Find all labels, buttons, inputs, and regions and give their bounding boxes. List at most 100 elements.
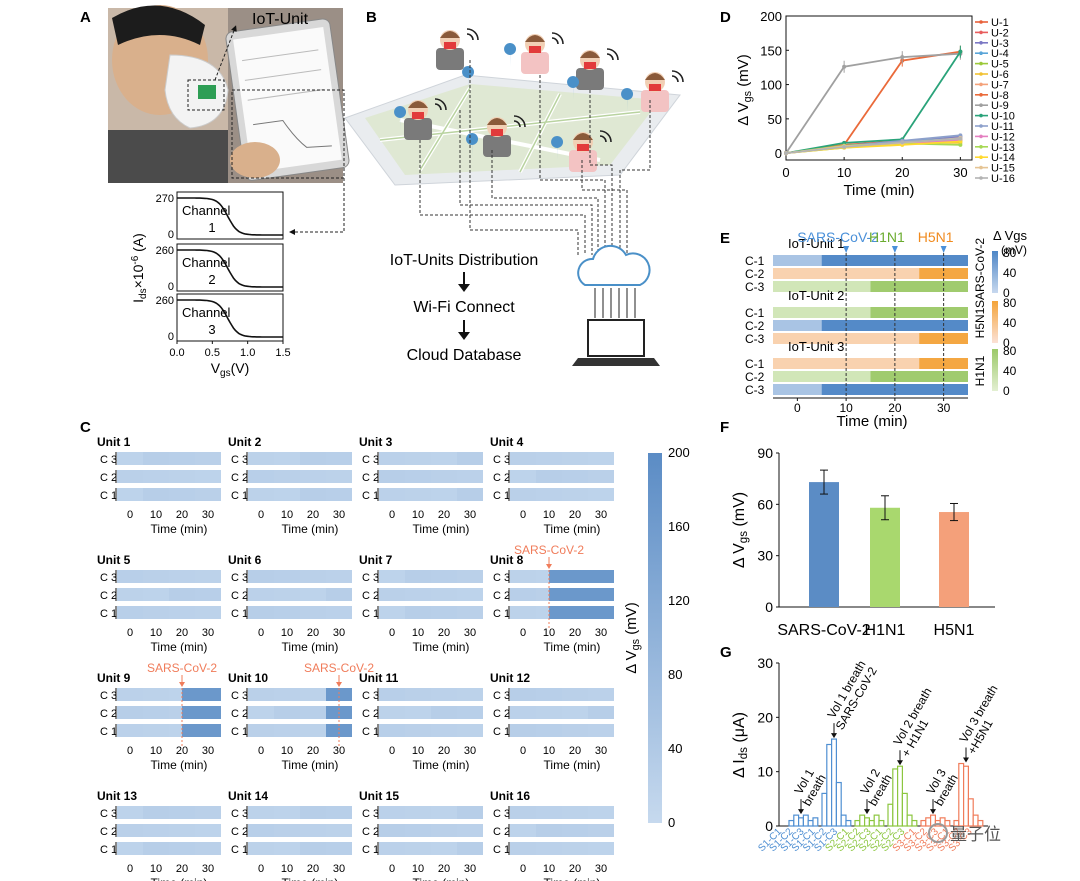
heatmap-cell bbox=[588, 842, 614, 855]
heatmap-cell bbox=[405, 488, 431, 501]
annotation-arrowhead bbox=[930, 809, 936, 815]
heatmap-cell bbox=[536, 842, 562, 855]
x-axis-label: Time (min) bbox=[151, 876, 208, 881]
heatmap-cell bbox=[248, 724, 274, 737]
heatmap-cell bbox=[431, 724, 457, 737]
row-label: C 2 bbox=[362, 472, 379, 484]
group-title: IoT-Unit 3 bbox=[788, 339, 844, 354]
heatmap-cell bbox=[510, 588, 536, 601]
unit-title: Unit 13 bbox=[97, 789, 137, 803]
y-axis-label: Δ Ids (μA) bbox=[731, 712, 750, 778]
x-tick-label: SARS-CoV-2 bbox=[777, 622, 870, 639]
row-label: C 3 bbox=[231, 808, 248, 820]
heatmap-cell bbox=[405, 806, 431, 819]
row-label: C 2 bbox=[100, 826, 117, 838]
heatmap-cell bbox=[562, 824, 588, 837]
heatmap-cell bbox=[195, 452, 221, 465]
heatmap-cell-active bbox=[549, 606, 614, 619]
heatmap-cell bbox=[773, 333, 968, 344]
x-tick-label: 30 bbox=[464, 745, 476, 757]
heatmap-cell bbox=[510, 570, 536, 583]
x-tick-label: 20 bbox=[895, 165, 909, 180]
heatmap-cell bbox=[195, 488, 221, 501]
down-arrow-icon bbox=[458, 284, 470, 292]
heatmap-cell bbox=[117, 724, 143, 737]
heatmap-cell bbox=[274, 470, 300, 483]
x-tick-label: 30 bbox=[202, 509, 214, 521]
panel-label-d: D bbox=[720, 9, 731, 26]
unit-title: Unit 2 bbox=[228, 435, 262, 449]
heatmap-cell bbox=[326, 588, 352, 601]
legend-marker bbox=[979, 72, 983, 76]
heatmap-cell bbox=[300, 842, 326, 855]
x-axis-label: Time (min) bbox=[836, 413, 907, 430]
heatmap-cell bbox=[562, 806, 588, 819]
legend-marker bbox=[979, 82, 983, 87]
group-title: IoT-Unit 1 bbox=[788, 236, 844, 251]
tick-label: 0 bbox=[168, 229, 174, 241]
unit-title: Unit 5 bbox=[97, 553, 131, 567]
x-tick-label: 30 bbox=[333, 509, 345, 521]
x-tick-label: 10 bbox=[839, 401, 853, 415]
heatmap-cell bbox=[588, 724, 614, 737]
hair-shape bbox=[487, 118, 507, 125]
row-label: C 1 bbox=[231, 844, 248, 856]
connection-lines bbox=[419, 60, 651, 255]
legend-marker bbox=[979, 155, 983, 159]
heatmap-cell bbox=[457, 842, 483, 855]
flow-step-distribution: IoT-Units Distribution bbox=[390, 252, 539, 269]
x-axis-label: Time (min) bbox=[544, 758, 601, 772]
channel-label: Channel bbox=[182, 255, 231, 270]
unit-title: Unit 12 bbox=[490, 671, 530, 685]
heatmap-cell bbox=[300, 588, 326, 601]
channel-label: Channel bbox=[182, 305, 231, 320]
row-label: C-3 bbox=[745, 280, 765, 294]
colorbar-name: SARS-CoV-2 bbox=[973, 238, 987, 308]
legend-label: U-13 bbox=[991, 142, 1015, 154]
map-pins bbox=[394, 43, 634, 160]
location-pin-icon bbox=[567, 76, 580, 100]
x-tick-label: 10 bbox=[150, 863, 162, 875]
row-label: C 3 bbox=[493, 454, 510, 466]
x-tick-label: 0.0 bbox=[169, 347, 184, 359]
row-label: C-3 bbox=[745, 332, 765, 346]
heatmap-cell bbox=[431, 688, 457, 701]
heatmap-cell bbox=[431, 452, 457, 465]
legend-marker bbox=[979, 124, 983, 128]
row-label: C 2 bbox=[231, 590, 248, 602]
heatmap-cell bbox=[326, 606, 352, 619]
heatmap-cell bbox=[300, 488, 326, 501]
x-tick-label: 10 bbox=[412, 627, 424, 639]
event-arrow bbox=[891, 246, 898, 253]
heatmap-cell bbox=[169, 588, 195, 601]
event-arrowhead bbox=[546, 564, 552, 569]
x-tick-label: 10 bbox=[281, 627, 293, 639]
annotation-label: Vol 3 breath+H5N1 bbox=[953, 683, 1011, 757]
x-tick-label: 10 bbox=[543, 863, 555, 875]
legend-label: U-4 bbox=[991, 48, 1009, 60]
unit-title: Unit 1 bbox=[97, 435, 131, 449]
heatmap-cell bbox=[379, 688, 405, 701]
bar bbox=[840, 814, 847, 827]
y-tick-label: 30 bbox=[757, 548, 773, 564]
legend-label: U-12 bbox=[991, 131, 1015, 143]
heatmap-cell bbox=[536, 452, 562, 465]
x-tick-label: 0 bbox=[127, 745, 133, 757]
y-tick-label: 90 bbox=[757, 445, 773, 461]
row-label: C 3 bbox=[231, 572, 248, 584]
location-pin-icon bbox=[551, 136, 564, 160]
bar bbox=[911, 819, 918, 827]
x-tick-label: 10 bbox=[150, 627, 162, 639]
x-tick-label: 0.5 bbox=[205, 347, 220, 359]
wifi-icon bbox=[513, 115, 526, 128]
row-label: C 1 bbox=[100, 490, 117, 502]
heatmap-cell bbox=[379, 706, 405, 719]
heatmap-cell bbox=[195, 588, 221, 601]
heatmap-cell bbox=[326, 452, 352, 465]
legend-label: U-14 bbox=[991, 152, 1015, 164]
heatmap-cell bbox=[588, 470, 614, 483]
row-label: C 2 bbox=[493, 590, 510, 602]
heatmap-cell bbox=[143, 824, 169, 837]
wifi-icon bbox=[434, 98, 447, 111]
